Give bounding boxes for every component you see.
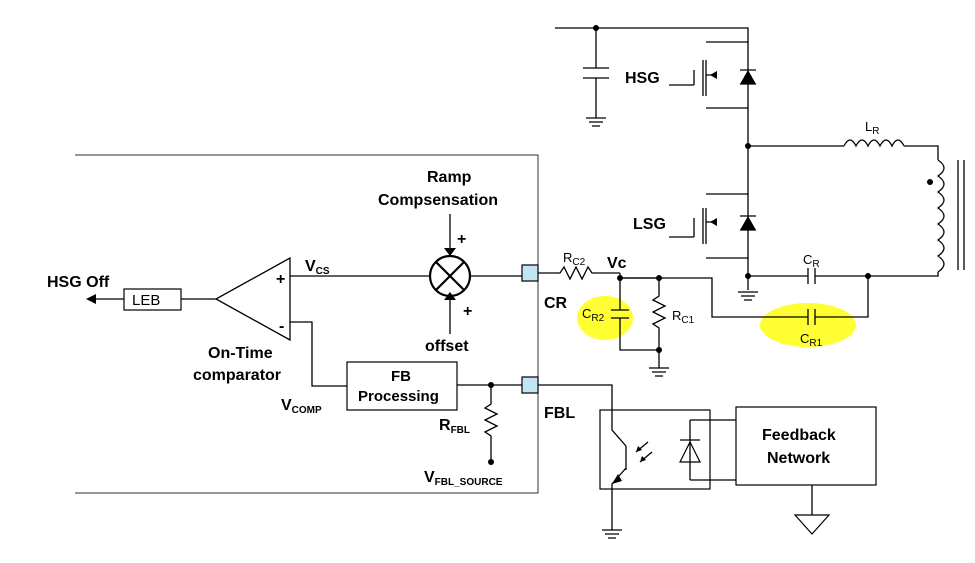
controller-ic-boundary [75, 154, 539, 494]
comparator-label: comparator [193, 367, 281, 384]
rc1-label: RC1 [672, 308, 695, 326]
vfbl-source-label: VFBL_SOURCE [424, 469, 503, 488]
cr2-label: CR2 [582, 306, 605, 324]
rfbl-label: RFBL [439, 417, 470, 436]
transformer [868, 159, 965, 277]
feedback-network-block [735, 406, 877, 535]
hsg-off-label: HSG Off [47, 274, 110, 291]
cr-pin [521, 264, 539, 282]
optocoupler [599, 409, 736, 539]
plus-top-label: + [457, 231, 466, 248]
cr-cap-label: CR [803, 252, 820, 270]
leb-block [86, 288, 216, 311]
lsg-label: LSG [633, 216, 666, 233]
lr-inductor [843, 139, 905, 148]
rc2-label: RC2 [563, 250, 586, 268]
on-time-label: On-Time [208, 345, 273, 362]
vcs-label: VCS [305, 258, 330, 277]
vcomp-label: VCOMP [281, 397, 322, 416]
highlight-cr2 [577, 296, 633, 340]
cmp-minus-label: - [279, 318, 284, 335]
cr1-label: CR1 [800, 331, 823, 349]
compensation-label: Compsensation [378, 192, 498, 209]
network-label: Network [767, 450, 830, 467]
hsg-mosfet [669, 41, 756, 109]
cr-pin-label: CR [544, 295, 568, 312]
fbl-pin-label: FBL [544, 405, 575, 422]
plus-bottom-label: + [463, 303, 472, 320]
on-time-comparator [214, 256, 430, 387]
cmp-plus-label: + [276, 271, 285, 288]
fb-processing-block [346, 361, 613, 465]
offset-label: offset [425, 338, 469, 355]
fbl-pin [521, 376, 539, 394]
lsg-mosfet [669, 193, 756, 259]
fb-label: FB [391, 368, 411, 385]
hsg-label: HSG [625, 70, 660, 87]
leb-label: LEB [132, 292, 160, 309]
vc-label: Vc [607, 255, 627, 272]
ramp-summer [428, 214, 522, 334]
processing-label: Processing [358, 388, 439, 405]
lr-label: LR [865, 119, 879, 137]
feedback-label: Feedback [762, 427, 836, 444]
cr-sense-network [521, 264, 669, 377]
power-stage [555, 25, 965, 325]
ramp-label: Ramp [427, 169, 472, 186]
